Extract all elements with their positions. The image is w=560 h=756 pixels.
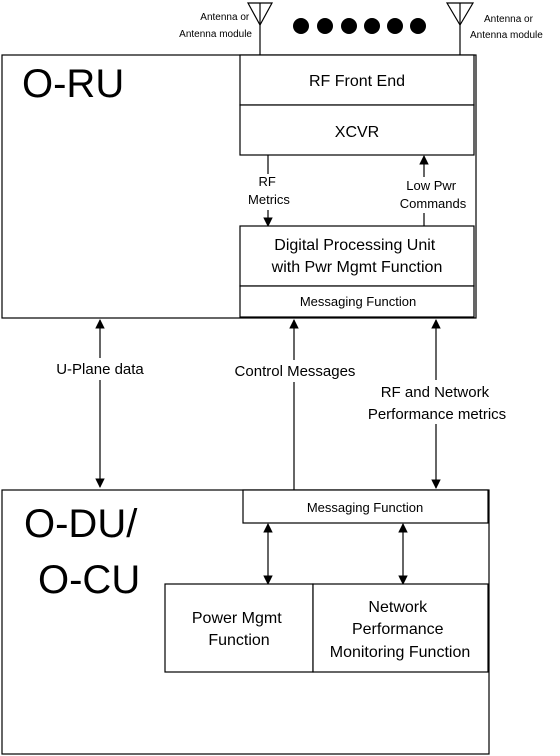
dpu-box [239,225,475,287]
antenna-left-label: Antenna or Antenna module [179,12,252,40]
power-mgmt-label: Power Mgmt Function [192,610,286,649]
control-messages-label: Control Messages [235,363,356,380]
rf-front-end-label: RF Front End [309,73,405,90]
power-mgmt-box [164,583,314,673]
o-ru-title: O-RU [22,62,124,106]
o-ru-messaging-box [239,285,475,318]
antenna-right-label: Antenna or Antenna module [470,14,543,41]
o-du-messaging-box [242,489,489,524]
antenna-left-icon [246,2,274,55]
xcvr-box [239,104,475,156]
xcvr-label: XCVR [335,124,379,141]
rf-network-metrics-label: RF and Network Performance metrics [368,384,506,423]
antenna-dots [293,18,426,34]
dpu-label: Digital Processing Unit with Pwr Mgmt Fu… [271,237,443,276]
u-plane-label: U-Plane data [56,361,144,378]
network-perf-box [312,583,489,673]
rf-front-end-box [239,54,475,106]
o-ru-messaging-label: Messaging Function [300,294,416,309]
rf-metrics-label: RF Metrics [248,174,290,207]
o-ru-box [1,54,477,319]
o-du-cu-title: O-DU/ O-CU [24,502,148,602]
network-perf-label: Network Performance Monitoring Function [330,599,471,661]
o-du-messaging-label: Messaging Function [307,500,423,515]
antenna-right-icon [445,2,475,55]
low-pwr-commands-label: Low Pwr Commands [400,178,467,211]
